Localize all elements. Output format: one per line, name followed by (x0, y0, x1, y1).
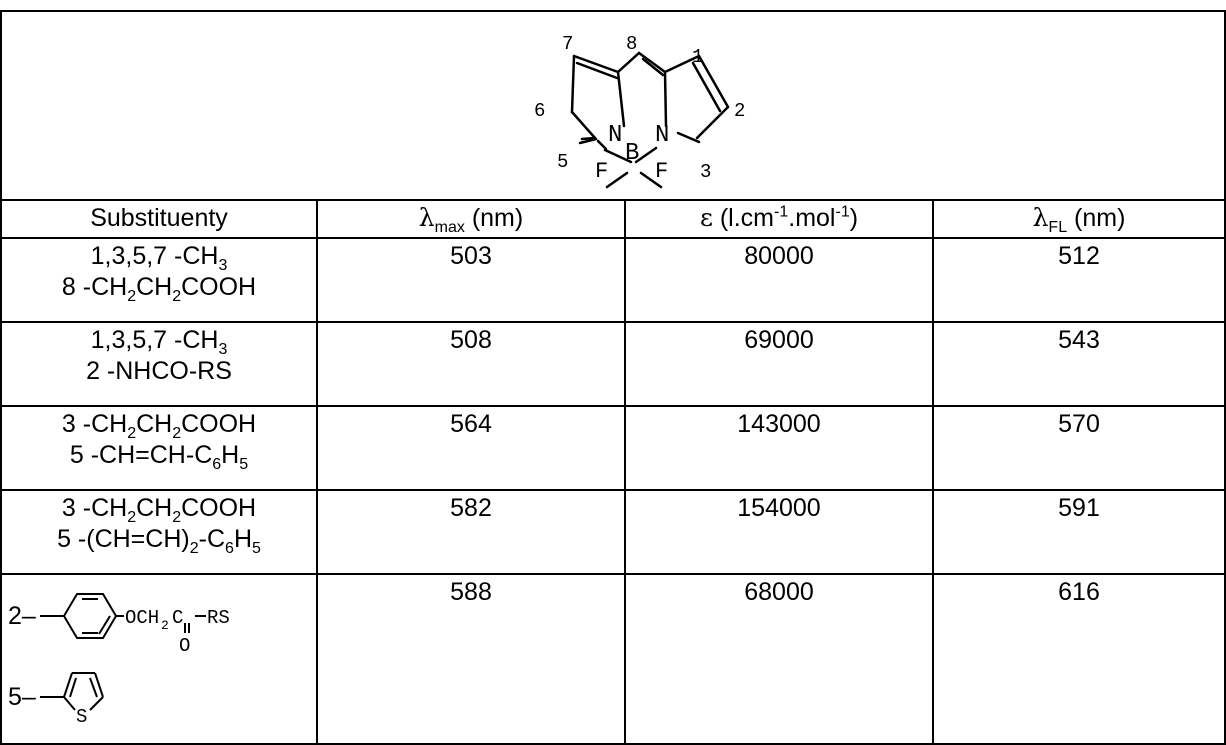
n-right-label: N (655, 122, 669, 149)
substituent-cell: 3 -CH2CH2COOH 5 -(CH=CH)2-C6H5 (0, 489, 318, 575)
bodipy-table: 7 8 1 2 6 5 3 N N B F F Substituenty λma… (0, 10, 1226, 745)
position-3-label: 3 (700, 161, 711, 183)
n-left-label: N (608, 122, 622, 149)
bodipy-structure: 7 8 1 2 6 5 3 N N B F F (534, 33, 745, 189)
epsilon-cell: 143000 (624, 405, 934, 491)
position-8-label: 8 (626, 33, 637, 55)
header-epsilon: ε (l.cm-1.mol-1) (624, 199, 934, 239)
table-row: 3 -CH2CH2COOH 5 -CH=CH-C6H5 564 143000 5… (0, 405, 1226, 491)
structure-cell: 7 8 1 2 6 5 3 N N B F F (0, 10, 1226, 201)
lambda-fl-cell: 591 (932, 489, 1226, 575)
lambda-max-cell: 582 (316, 489, 626, 575)
lambda-max-cell: 508 (316, 321, 626, 407)
position-2-label: 2 (734, 100, 745, 122)
fluorine-left-label: F (595, 159, 608, 184)
table-row: 1,3,5,7 -CH3 2 -NHCO-RS 508 69000 543 (0, 321, 1226, 407)
substituent-cell: 3 -CH2CH2COOH 5 -CH=CH-C6H5 (0, 405, 318, 491)
header-lambda-fl: λFL (nm) (932, 199, 1226, 239)
thiophene-sulfur-label: S (76, 706, 87, 728)
lambda-fl-cell: 570 (932, 405, 1226, 491)
substituent-cell: 1,3,5,7 -CH3 8 -CH2CH2COOH (0, 237, 318, 323)
position-2-prefix: 2– (8, 602, 36, 630)
table-row: 1,3,5,7 -CH3 8 -CH2CH2COOH 503 80000 512 (0, 237, 1226, 323)
svg-text:2: 2 (161, 618, 169, 633)
substituent-structures: 2– OCH 2 C RS O (8, 593, 230, 728)
table-row: 3 -CH2CH2COOH 5 -(CH=CH)2-C6H5 582 15400… (0, 489, 1226, 575)
header-row: Substituenty λmax (nm) ε (l.cm-1.mol-1) … (0, 199, 1226, 239)
position-7-label: 7 (562, 33, 573, 55)
epsilon-cell: 154000 (624, 489, 934, 575)
fluorine-right-label: F (655, 159, 668, 184)
epsilon-cell: 68000 (624, 573, 934, 745)
lambda-fl-cell: 512 (932, 237, 1226, 323)
epsilon-cell: 80000 (624, 237, 934, 323)
position-5-label: 5 (557, 151, 568, 173)
lambda-max-cell: 503 (316, 237, 626, 323)
phenyl-substituent-text: OCH 2 C RS O (125, 607, 230, 657)
epsilon-cell: 69000 (624, 321, 934, 407)
substituent-cell: 1,3,5,7 -CH3 2 -NHCO-RS (0, 321, 318, 407)
svg-text:C: C (172, 607, 183, 629)
lambda-fl-cell: 543 (932, 321, 1226, 407)
svg-text:OCH: OCH (125, 607, 159, 629)
position-5-prefix: 5– (8, 683, 36, 711)
substituent-cell: 2– OCH 2 C RS O (0, 573, 318, 745)
position-6-label: 6 (534, 100, 545, 122)
thiophene-icon (40, 672, 104, 711)
lambda-max-cell: 588 (316, 573, 626, 745)
svg-text:RS: RS (207, 607, 230, 629)
table-row: 2– OCH 2 C RS O (0, 573, 1226, 745)
header-substituenty: Substituenty (0, 199, 318, 239)
header-lambda-max: λmax (nm) (316, 199, 626, 239)
svg-text:O: O (179, 635, 190, 657)
lambda-fl-cell: 616 (932, 573, 1226, 745)
lambda-max-cell: 564 (316, 405, 626, 491)
position-1-label: 1 (692, 46, 703, 68)
boron-label: B (625, 140, 639, 167)
